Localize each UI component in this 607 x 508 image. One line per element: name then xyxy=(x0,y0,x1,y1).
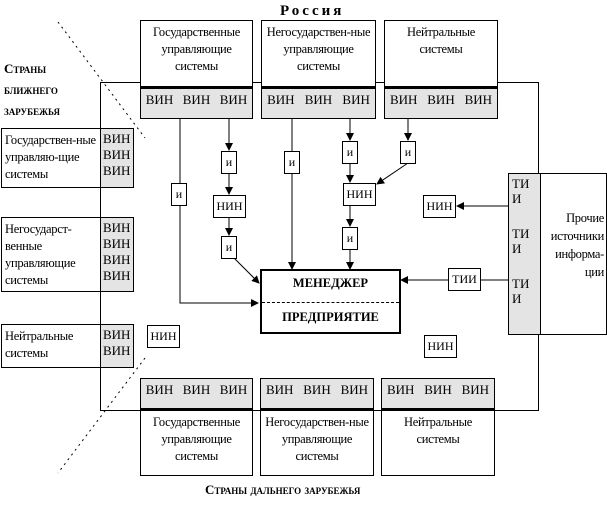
vin-label: ВИН xyxy=(182,382,211,397)
vin-label: ВИН xyxy=(340,382,369,397)
info-node: и xyxy=(221,151,237,174)
vin-label: ВИН xyxy=(219,92,248,107)
vin-label: ВИН xyxy=(265,382,294,397)
title-russia: Россия xyxy=(280,3,345,19)
bottom-nongov-systems: Негосударствен-ные управляющие системы xyxy=(260,410,374,476)
info-node: и xyxy=(171,183,187,206)
top-neutral-vin: ВИН ВИН ВИН xyxy=(384,86,498,119)
ti-label: ТИ xyxy=(512,176,530,191)
vin-label: ВИН xyxy=(461,382,490,397)
info-node: и xyxy=(221,236,237,259)
bottom-neutral-systems: Нейтральные системы xyxy=(381,410,495,476)
vin-label: ВИН xyxy=(303,382,331,397)
ti-label: И xyxy=(512,291,522,306)
vin-label: ВИН xyxy=(103,268,131,283)
vin-label: ВИН xyxy=(304,92,333,107)
vin-label: ВИН xyxy=(219,382,248,397)
other-sources: Прочие источники информа-ции xyxy=(540,173,607,335)
vin-label: ВИН xyxy=(386,382,415,397)
ti-label: И xyxy=(512,241,522,256)
ti-label: ТИ xyxy=(512,226,530,241)
left-neutral-systems: Нейтральные системы xyxy=(1,324,101,368)
bottom-gov-systems: Государственные управляющие системы xyxy=(140,410,253,476)
vin-label: ВИН xyxy=(342,92,370,107)
top-gov-vin: ВИН ВИН ВИН xyxy=(140,86,253,119)
left-gov-systems: Государствен-ные управляю-щие системы xyxy=(1,128,101,188)
vin-label: ВИН xyxy=(103,236,131,251)
info-node: и xyxy=(284,151,300,174)
vin-label: ВИН xyxy=(145,92,174,107)
vin-label: ВИН xyxy=(464,92,493,107)
border-divider-top xyxy=(57,21,146,139)
info-node: и xyxy=(342,227,358,250)
nin-node: НИН xyxy=(423,195,456,218)
left-nongov-systems: Негосударст-венные управляющие системы xyxy=(1,217,101,292)
border-divider-bottom xyxy=(57,357,146,474)
tii-node: ТИИ xyxy=(448,268,481,291)
vin-label: ВИН xyxy=(103,220,131,235)
vin-label: ВИН xyxy=(103,163,131,178)
info-node: и xyxy=(400,141,416,164)
manager-enterprise-box: МЕНЕДЖЕР ПРЕДПРИЯТИЕ xyxy=(260,269,401,334)
nin-node: НИН xyxy=(343,183,376,206)
enterprise-label: ПРЕДПРИЯТИЕ xyxy=(282,310,379,324)
vin-label: ВИН xyxy=(103,131,131,146)
bottom-gov-vin: ВИН ВИН ВИН xyxy=(140,378,253,411)
manager-label: МЕНЕДЖЕР xyxy=(262,271,399,303)
ti-label: И xyxy=(512,191,522,206)
title-far-abroad: Страны дальнего зарубежья xyxy=(205,482,361,497)
vin-label: ВИН xyxy=(424,382,452,397)
top-nongov-systems: Негосударствен-ные управляющие системы xyxy=(261,20,376,89)
ti-label: ТИ xyxy=(512,276,530,291)
bottom-nongov-vin: ВИН ВИН ВИН xyxy=(260,378,374,411)
enterprise-environment-frame xyxy=(100,82,539,411)
title-near-abroad: Страны ближнего зарубежья xyxy=(4,61,60,118)
bottom-neutral-vin: ВИН ВИН ВИН xyxy=(381,378,495,411)
vin-label: ВИН xyxy=(103,147,131,162)
vin-label: ВИН xyxy=(267,92,295,107)
top-nongov-vin: ВИН ВИН ВИН xyxy=(261,86,376,119)
vin-label: ВИН xyxy=(103,343,131,358)
vin-label: ВИН xyxy=(389,92,418,107)
vin-label: ВИН xyxy=(182,92,211,107)
vin-label: ВИН xyxy=(103,327,131,342)
nin-node: НИН xyxy=(424,335,457,358)
nin-node: НИН xyxy=(213,195,246,218)
vin-label: ВИН xyxy=(145,382,174,397)
nin-node: НИН xyxy=(147,325,180,348)
top-gov-systems: Государственные управляющие системы xyxy=(140,20,253,89)
vin-label: ВИН xyxy=(103,252,131,267)
top-neutral-systems: Нейтральные системы xyxy=(384,20,498,89)
vin-label: ВИН xyxy=(427,92,455,107)
info-node: и xyxy=(342,141,358,164)
